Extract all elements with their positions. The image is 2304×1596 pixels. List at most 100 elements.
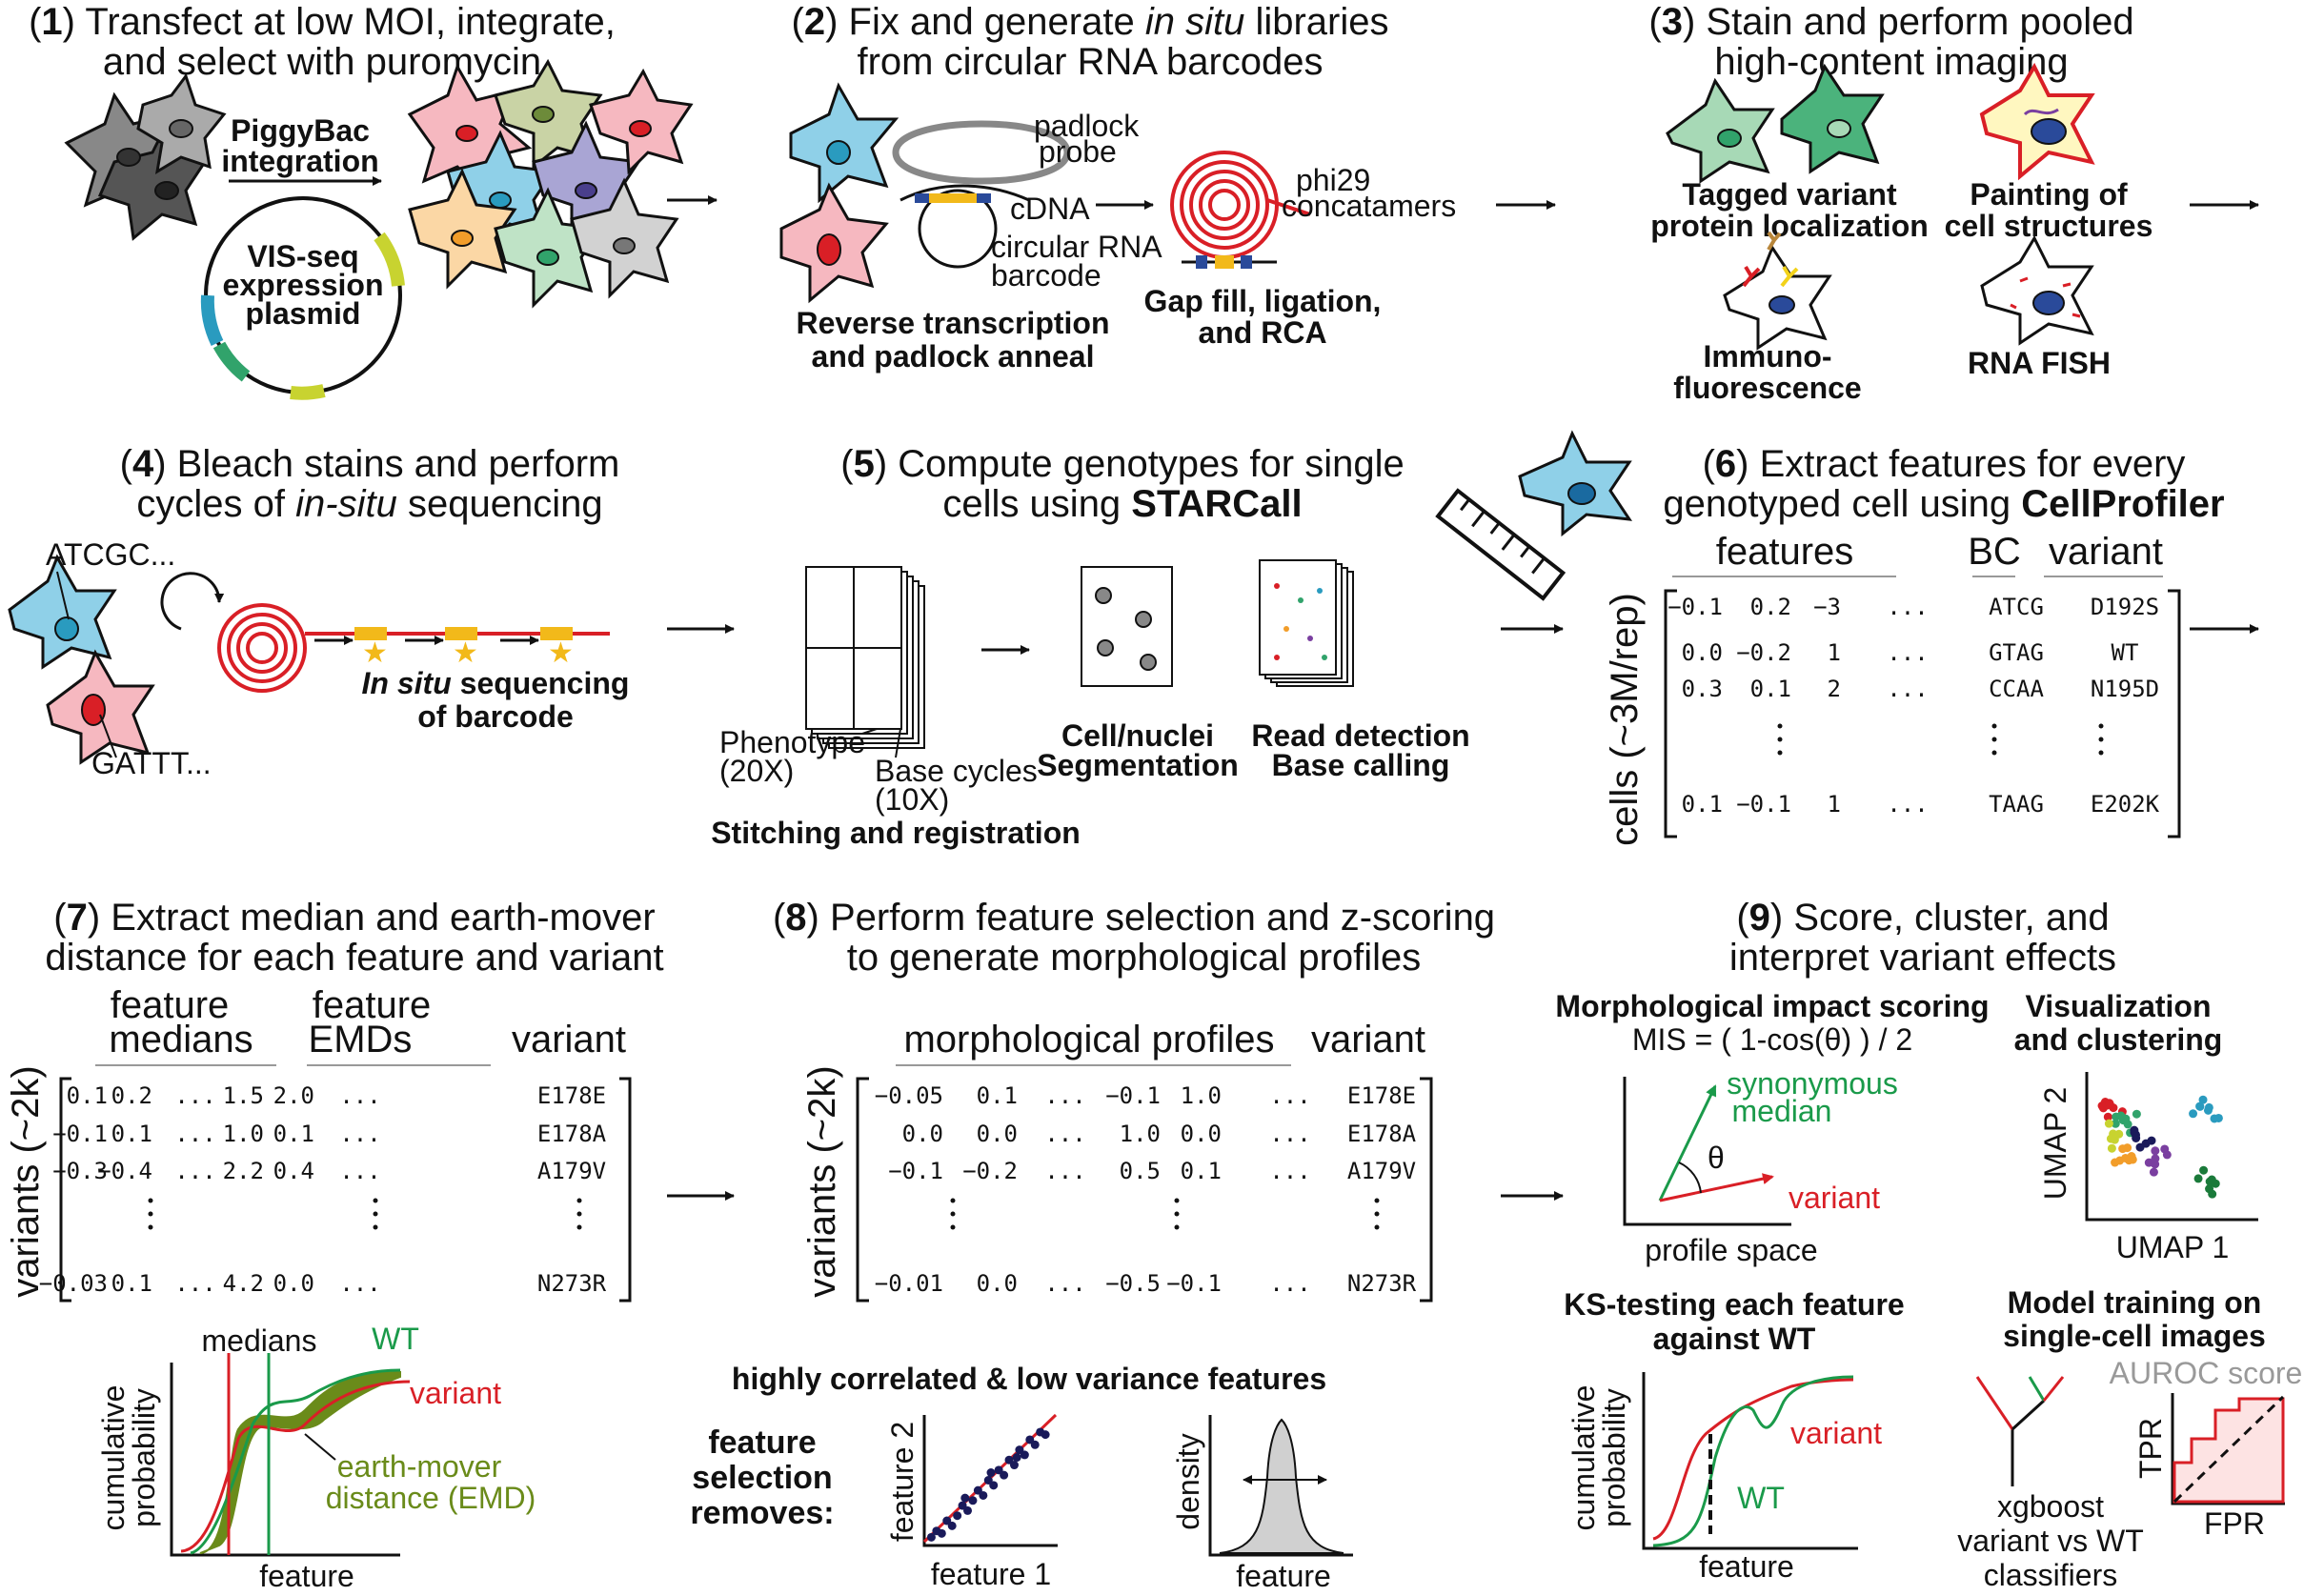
svg-text:WT: WT	[1737, 1481, 1785, 1515]
segmentation-image: Cell/nuclei Segmentation	[1037, 566, 1239, 782]
svg-text:medians: medians	[202, 1323, 317, 1358]
table-cell: −0.03	[39, 1270, 108, 1297]
row-ellipsis	[576, 1211, 582, 1217]
panel2-cells	[779, 82, 899, 304]
svg-text:barcode: barcode	[991, 258, 1101, 293]
gap-label: Gap fill, ligation, and RCA	[1144, 284, 1382, 350]
svg-text:from circular RNA barcodes: from circular RNA barcodes	[857, 41, 1323, 83]
table-cell: −0.1	[1736, 791, 1791, 818]
profiles-table: morphological profiles variant variants …	[801, 1019, 1433, 1303]
svg-text:θ: θ	[1708, 1141, 1725, 1175]
svg-text:(7) Extract median and earth-m: (7) Extract median and earth-mover	[53, 897, 655, 939]
table-cell: ...	[1269, 1158, 1310, 1184]
svg-text:cells using STARCall: cells using STARCall	[942, 483, 1302, 525]
umap-point	[2162, 1150, 2172, 1160]
svg-text:feature 1: feature 1	[931, 1557, 1051, 1591]
scatter-point	[953, 1511, 962, 1521]
table-cell: ...	[174, 1158, 215, 1184]
table-cell: ...	[1887, 791, 1928, 818]
svg-text:variant: variant	[1311, 1019, 1425, 1061]
integration-arrow: PiggyBac integration	[221, 113, 382, 186]
svg-text:cycles of in-situ sequencing: cycles of in-situ sequencing	[136, 483, 602, 525]
svg-text:concatamers: concatamers	[1282, 189, 1456, 223]
table-cell: E178A	[537, 1121, 607, 1147]
scatter-point	[1030, 1440, 1040, 1449]
svg-text:and clustering: and clustering	[2014, 1022, 2223, 1057]
svg-text:feature: feature	[708, 1424, 816, 1461]
svg-text:PiggyBac: PiggyBac	[231, 113, 370, 148]
table-cell: ...	[1044, 1121, 1085, 1147]
row-ellipsis	[1374, 1224, 1380, 1230]
row-ellipsis	[950, 1211, 956, 1217]
cell-cluster-colored	[407, 58, 694, 309]
table-cell: ...	[174, 1270, 215, 1297]
svg-text:KS-testing each feature: KS-testing each feature	[1564, 1287, 1904, 1322]
umap-point	[2151, 1154, 2160, 1163]
table-cell: 0.0	[977, 1121, 1018, 1147]
svg-text:(5) Compute genotypes for sing: (5) Compute genotypes for single	[840, 443, 1404, 485]
svg-text:Morphological impact scoring: Morphological impact scoring	[1555, 989, 1989, 1023]
scatter-point	[926, 1532, 936, 1542]
table-cell: ...	[1269, 1270, 1310, 1297]
step-2-title: (2) Fix and generate in situ libraries f…	[792, 1, 1389, 83]
scatter-point	[960, 1493, 970, 1503]
table-cell: −0.01	[875, 1270, 943, 1297]
row-ellipsis	[2098, 723, 2104, 729]
step-3-title: (3) Stain and perform pooled high-conten…	[1648, 1, 2133, 83]
svg-text:(2) Fix and generate in situ l: (2) Fix and generate in situ libraries	[792, 1, 1389, 43]
table-cell: −0.3	[52, 1158, 108, 1184]
svg-text:Reverse transcription: Reverse transcription	[796, 306, 1109, 340]
svg-text:variants (~2k): variants (~2k)	[801, 1065, 843, 1297]
table-cell: −0.05	[875, 1082, 943, 1109]
svg-text:Segmentation: Segmentation	[1037, 748, 1239, 782]
svg-text:high-content imaging: high-content imaging	[1714, 41, 2068, 83]
table-cell: D192S	[2091, 594, 2159, 620]
svg-text:feature: feature	[313, 984, 432, 1026]
umap-point	[2211, 1179, 2220, 1188]
row-ellipsis	[1991, 723, 1997, 729]
svg-text:MIS = ( 1-cos(θ) ) / 2: MIS = ( 1-cos(θ) ) / 2	[1632, 1022, 1912, 1057]
svg-text:genotyped cell using CellProfi: genotyped cell using CellProfiler	[1663, 483, 2224, 525]
table-cell: 0.0	[1682, 639, 1723, 666]
ks-panel: KS-testing each feature against WT varia…	[1564, 1287, 1904, 1584]
row-ellipsis	[148, 1211, 153, 1217]
seq-spiral: ★ ★ ★	[217, 603, 610, 693]
cycle-arrow-icon	[160, 572, 225, 631]
table-cell: 0.2	[111, 1082, 152, 1109]
umap-panel: Visualization and clustering UMAP 1 UMAP…	[2014, 989, 2258, 1264]
svg-text:variants (~2k): variants (~2k)	[5, 1065, 47, 1297]
svg-text:AUROC score: AUROC score	[2110, 1356, 2303, 1390]
umap-point	[2132, 1109, 2141, 1119]
row-ellipsis	[1374, 1211, 1380, 1217]
density-plot: feature density	[1171, 1415, 1353, 1593]
row-ellipsis	[373, 1198, 378, 1203]
svg-text:(8) Perform feature selection: (8) Perform feature selection and z-scor…	[773, 897, 1495, 939]
table-cell: E178E	[1347, 1082, 1416, 1109]
row-ellipsis	[1174, 1224, 1180, 1230]
svg-text:(1) Transfect at low MOI, inte: (1) Transfect at low MOI, integrate,	[29, 1, 616, 43]
table-cell: 0.4	[273, 1158, 314, 1184]
table-cell: ...	[339, 1270, 380, 1297]
table-cell: 0.1	[1181, 1158, 1222, 1184]
svg-text:expression: expression	[223, 268, 384, 302]
svg-text:FPR: FPR	[2204, 1506, 2265, 1541]
svg-text:variant: variant	[512, 1019, 626, 1061]
table-cell: ...	[1269, 1121, 1310, 1147]
rca-spiral: phi29 concatamers	[1170, 151, 1456, 269]
table-cell: ...	[1044, 1270, 1085, 1297]
median-emd-table: feature medians feature EMDs variant var…	[5, 984, 632, 1303]
table-cell: A179V	[537, 1158, 606, 1184]
row-ellipsis	[2098, 750, 2104, 756]
umap-point	[2151, 1146, 2160, 1156]
table-cell: GTAG	[1989, 639, 2044, 666]
svg-text:integration: integration	[221, 144, 378, 178]
panel4-cells: ATCGC... GATTT...	[8, 537, 212, 780]
svg-text:highly correlated & low varia: highly correlated & low variance feature…	[732, 1362, 1326, 1396]
svg-text:profile space: profile space	[1645, 1233, 1817, 1267]
svg-text:and padlock anneal: and padlock anneal	[812, 339, 1095, 374]
svg-text:(9) Score, cluster, and: (9) Score, cluster, and	[1736, 897, 2109, 939]
scatter-point	[989, 1481, 999, 1490]
table-cell: 0.1	[273, 1121, 314, 1147]
svg-text:selection: selection	[692, 1460, 832, 1496]
